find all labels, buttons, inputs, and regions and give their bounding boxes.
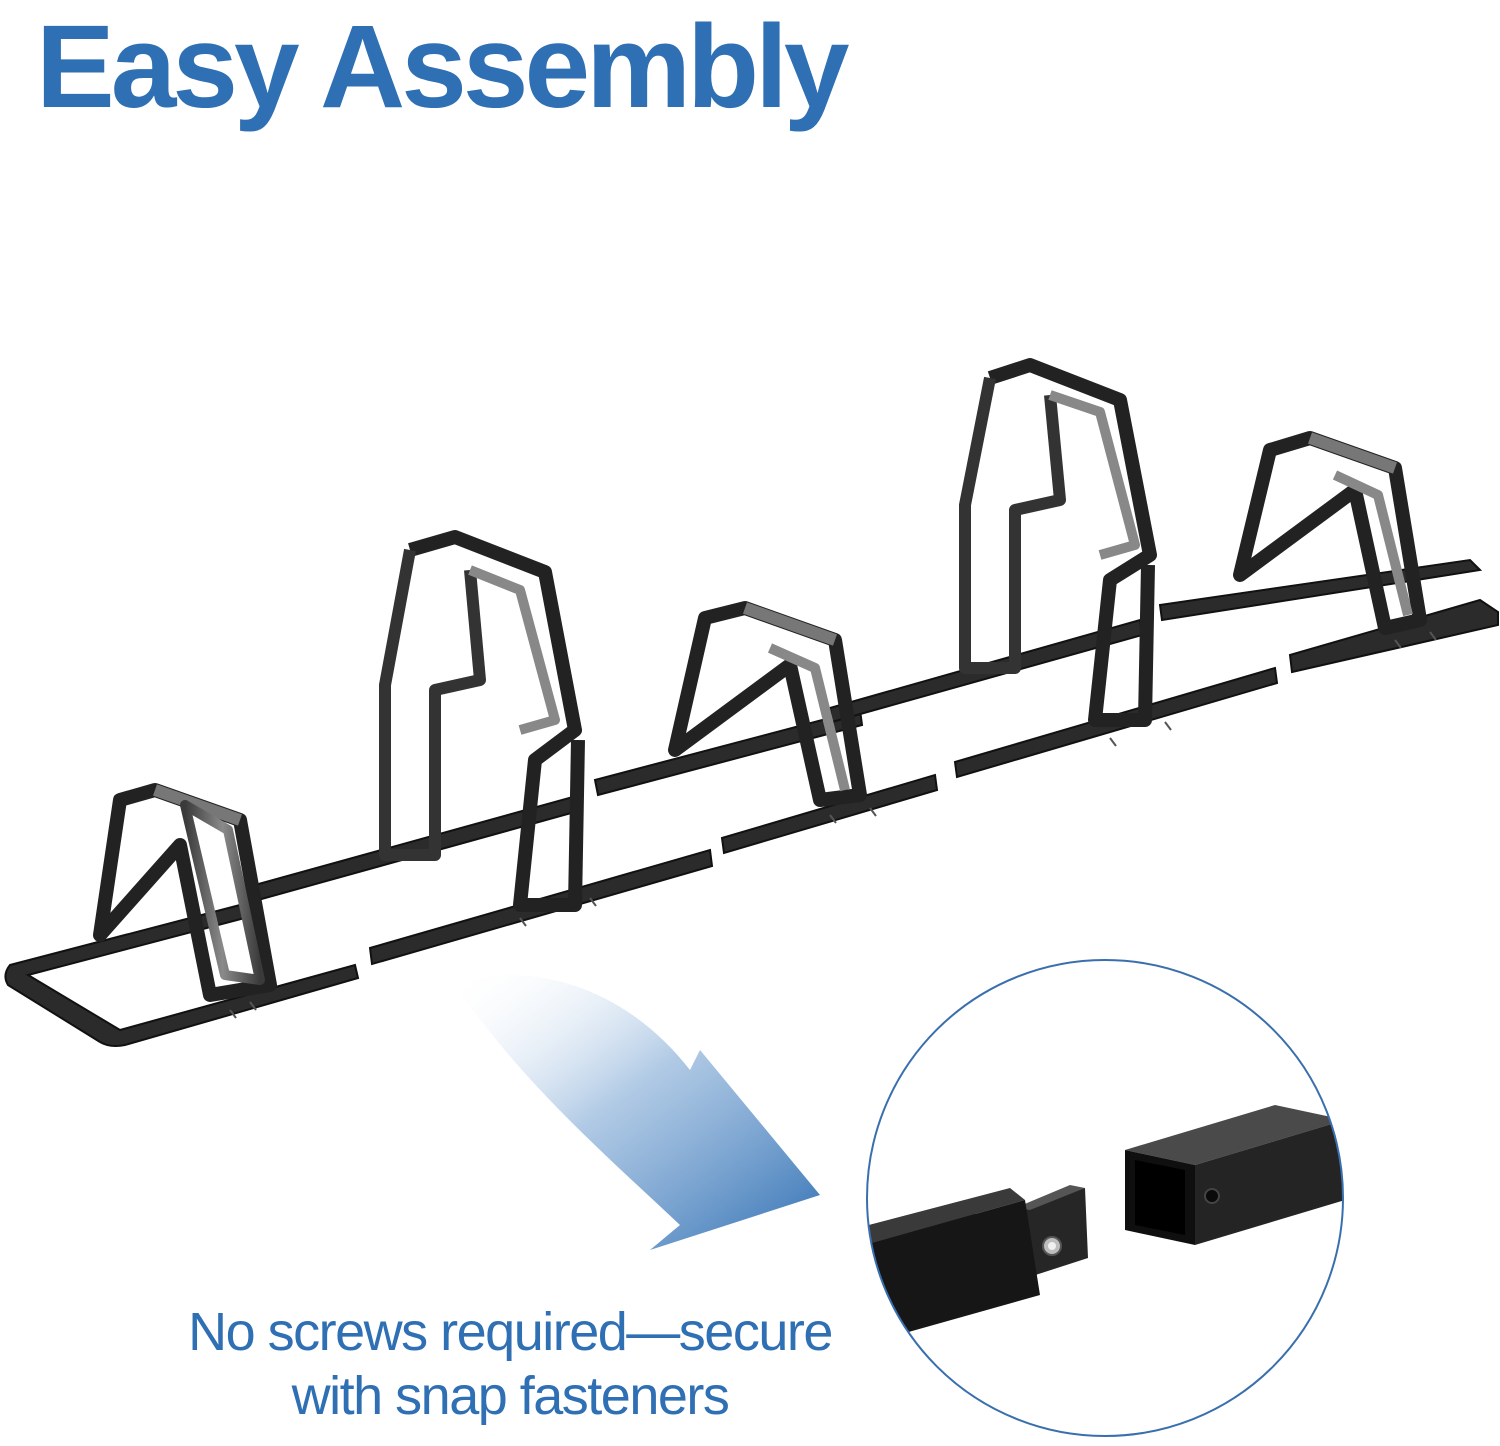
tube-with-snap-pin bbox=[867, 1185, 1088, 1340]
caption-line-1: No screws required—secure bbox=[188, 1302, 833, 1362]
rack-frame-4 bbox=[959, 358, 1157, 727]
caption-line-2: with snap fasteners bbox=[291, 1366, 730, 1426]
tube-with-hole bbox=[1125, 1105, 1343, 1245]
curved-arrow-icon bbox=[455, 975, 820, 1250]
rack-frame-2 bbox=[379, 530, 585, 912]
rack-frames bbox=[93, 358, 1427, 1002]
detail-zoom-circle bbox=[866, 959, 1344, 1437]
snap-fastener-pins bbox=[229, 631, 1437, 1019]
rack-frame-5 bbox=[1233, 431, 1427, 635]
caption: No screws required—secure with snap fast… bbox=[120, 1300, 900, 1428]
rack-frame-1 bbox=[93, 783, 277, 1002]
page-title: Easy Assembly bbox=[36, 1, 849, 133]
rack-frame-3 bbox=[668, 601, 867, 807]
